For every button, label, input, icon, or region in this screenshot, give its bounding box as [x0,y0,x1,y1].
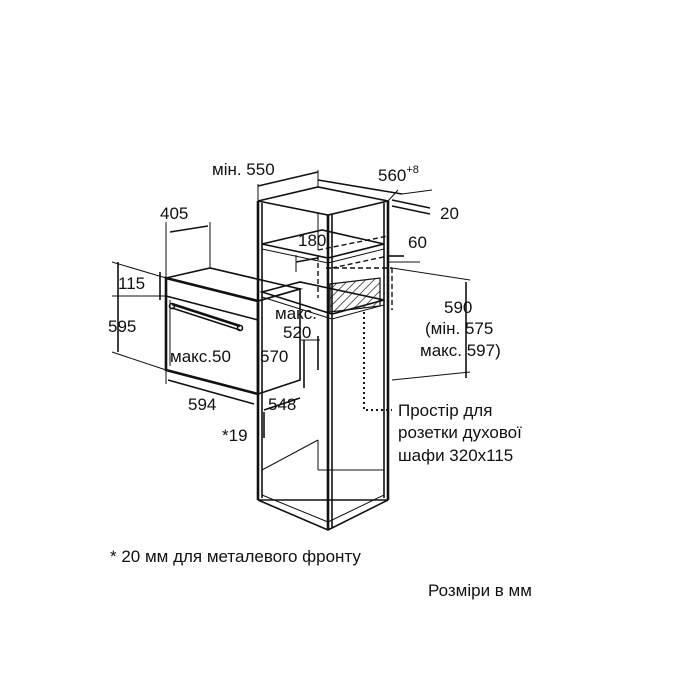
dim-595: 595 [108,317,136,336]
socket-note-line-2: розетки духової [398,423,522,442]
socket-note-line-1: Простір для [398,401,492,420]
dimension-lines [111,170,471,438]
cabinet-niche [256,186,390,531]
dim-star-19: *19 [222,426,248,445]
dim-max-520-label: макс. [275,304,317,323]
footnote: * 20 мм для металевого фронту [110,547,361,566]
dim-20: 20 [440,204,459,223]
dim-60: 60 [408,233,427,252]
dim-180: 180 [298,231,326,250]
dim-560: 560+8 [378,164,419,185]
units-note: Розміри в мм [428,581,532,600]
dim-115: 115 [118,274,145,293]
socket-area [326,267,393,313]
dim-590: 590 [444,298,472,317]
socket-leader [363,312,392,411]
dim-548: 548 [268,395,296,414]
dim-405: 405 [160,204,188,223]
dim-min-550: мін. 550 [212,160,275,179]
dim-590-max: макс. 597) [420,341,501,360]
socket-note-line-3: шафи 320x115 [398,446,513,465]
dim-590-min: (мін. 575 [425,319,493,338]
dim-594: 594 [188,395,216,414]
dim-570: 570 [260,347,288,366]
dim-max-50: макс.50 [170,347,231,366]
dim-max-520-value: 520 [283,323,311,342]
